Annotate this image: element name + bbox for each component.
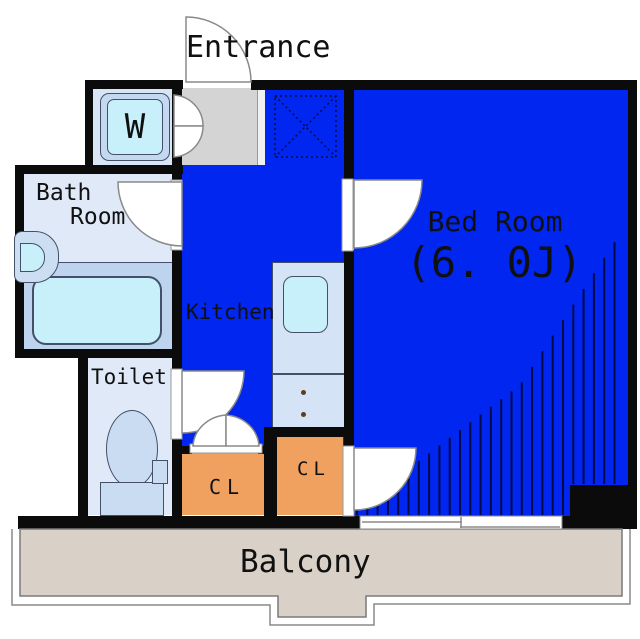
wall bbox=[264, 427, 354, 437]
bathroom-label-line2: Room bbox=[70, 204, 126, 230]
wall bbox=[258, 446, 268, 454]
counter-divider bbox=[272, 373, 345, 375]
balcony-label: Balcony bbox=[240, 544, 371, 580]
entrance-label: Entrance bbox=[186, 30, 331, 65]
stove-knob bbox=[301, 390, 306, 395]
bedroom-size-label: (6. 0J) bbox=[405, 238, 583, 287]
closet-right-label: CL bbox=[297, 458, 330, 480]
bathtub bbox=[32, 276, 162, 345]
wall bbox=[78, 358, 88, 517]
stove-knob bbox=[301, 412, 306, 417]
wall bbox=[15, 349, 182, 358]
toilet-tank bbox=[100, 482, 164, 516]
wall bbox=[264, 427, 277, 517]
wall bbox=[172, 80, 182, 517]
wall bbox=[85, 80, 93, 168]
wall bbox=[251, 80, 637, 90]
wall bbox=[172, 446, 192, 454]
wall bbox=[344, 88, 354, 180]
kitchen-label: Kitchen bbox=[186, 300, 275, 324]
wall bbox=[628, 80, 637, 529]
corner-pillar bbox=[570, 485, 637, 529]
washer-label: W bbox=[124, 107, 146, 147]
toilet-control bbox=[152, 460, 168, 484]
wall bbox=[85, 80, 183, 89]
entrance-step bbox=[257, 88, 265, 165]
bedroom-floor bbox=[354, 89, 628, 517]
wall bbox=[18, 516, 637, 529]
toilet-label: Toilet bbox=[91, 365, 167, 389]
bathroom-label-line1: Bath bbox=[36, 180, 92, 206]
wall bbox=[15, 165, 183, 174]
washer-unit: W bbox=[107, 99, 163, 155]
closet-right bbox=[277, 437, 343, 515]
bedroom-name-label: Bed Room bbox=[427, 205, 563, 238]
kitchen-sink bbox=[283, 276, 328, 333]
wall bbox=[344, 250, 354, 447]
entrance-floor bbox=[182, 88, 257, 165]
toilet-bowl bbox=[106, 410, 158, 488]
wash-basin-bowl bbox=[20, 243, 45, 272]
closet-left bbox=[182, 452, 264, 515]
closet-left-label: CL bbox=[208, 475, 246, 499]
